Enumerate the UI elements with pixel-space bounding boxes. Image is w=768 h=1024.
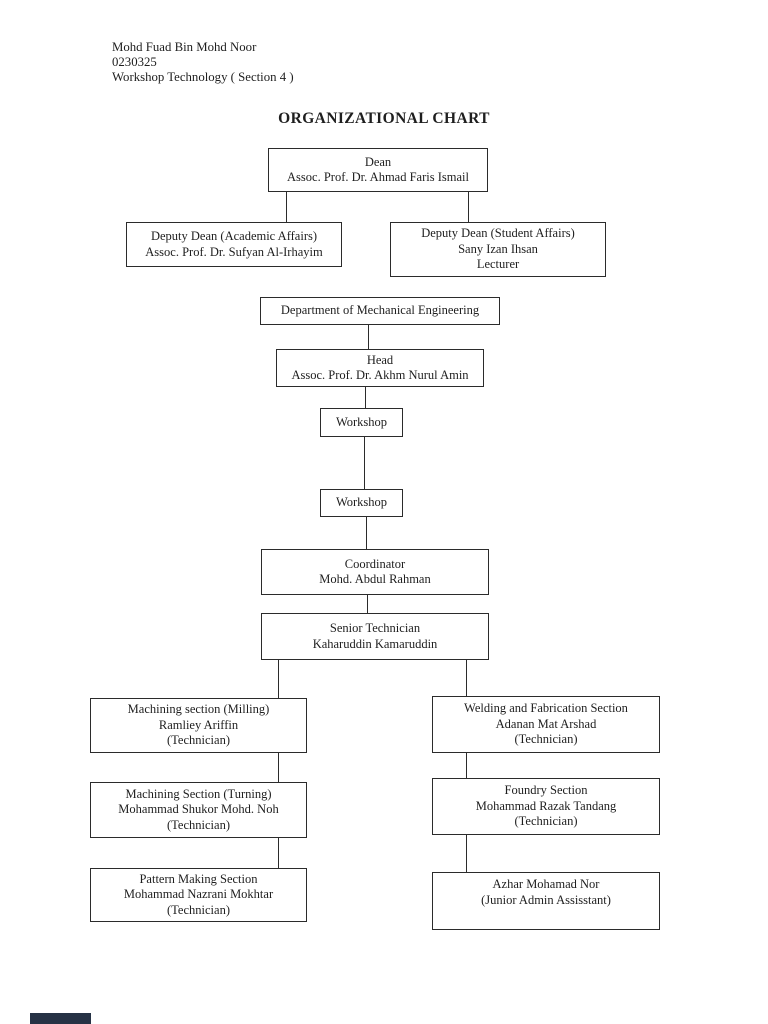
viewer-footer-bar bbox=[30, 1013, 91, 1024]
connector-head-workshop1 bbox=[365, 387, 366, 408]
node-person: Adanan Mat Arshad bbox=[495, 716, 597, 731]
node-title: Machining Section (Turning) bbox=[125, 786, 272, 801]
org-node-pattern-making: Pattern Making Section Mohammad Nazrani … bbox=[90, 868, 307, 922]
node-title: Dean bbox=[364, 154, 392, 169]
author-name: Mohd Fuad Bin Mohd Noor bbox=[112, 40, 257, 54]
connector-workshop1-workshop2 bbox=[364, 437, 365, 489]
org-node-head: Head Assoc. Prof. Dr. Akhm Nurul Amin bbox=[276, 349, 484, 387]
node-title: Head bbox=[366, 352, 394, 367]
node-title: Welding and Fabrication Section bbox=[464, 701, 628, 716]
org-node-dean: Dean Assoc. Prof. Dr. Ahmad Faris Ismail bbox=[268, 148, 488, 192]
node-title: Deputy Dean (Student Affairs) bbox=[421, 226, 575, 241]
node-title: Foundry Section bbox=[504, 783, 588, 798]
connector-department-head bbox=[368, 325, 369, 349]
org-node-senior-technician: Senior Technician Kaharuddin Kamaruddin bbox=[261, 613, 489, 660]
org-node-machining-turning: Machining Section (Turning) Mohammad Shu… bbox=[90, 782, 307, 838]
connector-dean-deputy-student bbox=[468, 192, 469, 222]
node-person: Assoc. Prof. Dr. Akhm Nurul Amin bbox=[291, 368, 469, 382]
connector-senior-welding bbox=[466, 660, 467, 696]
connector-workshop2-coordinator bbox=[366, 517, 367, 549]
node-role: (Junior Admin Assisstant) bbox=[481, 892, 611, 907]
node-title: Machining section (Milling) bbox=[127, 702, 270, 717]
connector-senior-milling bbox=[278, 660, 279, 698]
node-title: Deputy Dean (Academic Affairs) bbox=[150, 229, 318, 243]
org-node-workshop-1: Workshop bbox=[320, 408, 403, 437]
node-role: (Technician) bbox=[167, 902, 230, 917]
org-node-coordinator: Coordinator Mohd. Abdul Rahman bbox=[261, 549, 489, 595]
node-person: Mohammad Razak Tandang bbox=[475, 798, 617, 813]
connector-welding-foundry bbox=[466, 753, 467, 778]
connector-turning-pattern bbox=[278, 838, 279, 868]
connector-milling-turning bbox=[278, 753, 279, 782]
org-node-welding-fabrication: Welding and Fabrication Section Adanan M… bbox=[432, 696, 660, 753]
org-node-workshop-2: Workshop bbox=[320, 489, 403, 517]
node-title: Pattern Making Section bbox=[139, 871, 258, 886]
author-id: 0230325 bbox=[112, 54, 157, 69]
org-node-deputy-dean-student: Deputy Dean (Student Affairs) Sany Izan … bbox=[390, 222, 606, 277]
org-node-department: Department of Mechanical Engineering bbox=[260, 297, 500, 325]
node-role: (Technician) bbox=[514, 732, 578, 747]
org-node-machining-milling: Machining section (Milling) Ramliey Arif… bbox=[90, 698, 307, 753]
node-person: Mohammad Shukor Mohd. Noh bbox=[118, 802, 279, 817]
node-person: Assoc. Prof. Dr. Ahmad Faris Ismail bbox=[287, 170, 469, 184]
node-title: Workshop bbox=[335, 495, 388, 510]
node-person: Azhar Mohamad Nor bbox=[492, 877, 600, 891]
course-name: Workshop Technology ( Section 4 ) bbox=[112, 69, 294, 84]
node-person: Mohd. Abdul Rahman bbox=[319, 572, 431, 586]
node-title: Department of Mechanical Engineering bbox=[280, 303, 480, 318]
node-role: Lecturer bbox=[476, 257, 520, 272]
page-title: ORGANIZATIONAL CHART bbox=[278, 110, 490, 127]
connector-dean-deputy-academic bbox=[286, 192, 287, 222]
node-role: (Technician) bbox=[167, 733, 230, 748]
node-role: (Technician) bbox=[514, 814, 578, 829]
node-title: Workshop bbox=[335, 414, 388, 429]
org-node-junior-admin-assistant: Azhar Mohamad Nor (Junior Admin Assissta… bbox=[432, 872, 660, 930]
node-role: (Technician) bbox=[167, 817, 230, 832]
node-person: Mohammad Nazrani Mokhtar bbox=[123, 887, 274, 902]
connector-foundry-admin bbox=[466, 835, 467, 872]
org-node-deputy-dean-academic: Deputy Dean (Academic Affairs) Assoc. Pr… bbox=[126, 222, 342, 267]
node-person: Sany Izan Ihsan bbox=[458, 241, 538, 256]
node-person: Assoc. Prof. Dr. Sufyan Al-Irhayim bbox=[145, 244, 323, 259]
document-header: Mohd Fuad Bin Mohd Noor 0230325 Workshop… bbox=[112, 40, 294, 84]
node-title: Coordinator bbox=[344, 556, 406, 571]
org-node-foundry: Foundry Section Mohammad Razak Tandang (… bbox=[432, 778, 660, 835]
node-person: Ramliey Ariffin bbox=[158, 717, 239, 732]
node-title: Senior Technician bbox=[329, 621, 421, 635]
node-person: Kaharuddin Kamaruddin bbox=[312, 636, 438, 651]
connector-coordinator-senior bbox=[367, 595, 368, 613]
